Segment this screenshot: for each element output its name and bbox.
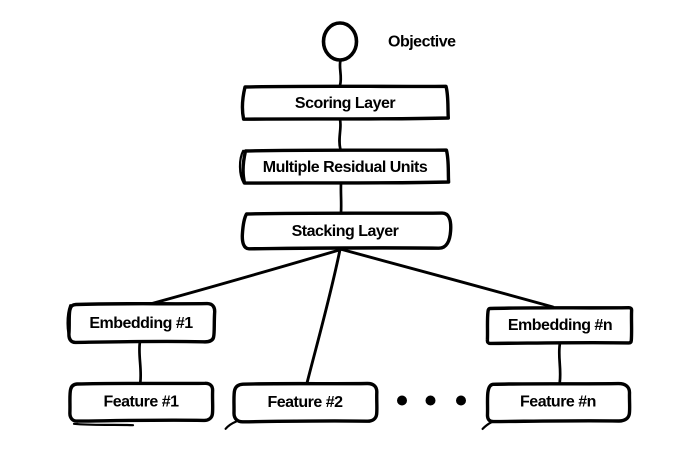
node-scoring-layer: Scoring Layer	[240, 84, 450, 121]
sketch-stroke	[238, 149, 245, 185]
node-feature-2: Feature #2	[232, 381, 379, 424]
feature-n-label: Feature #n	[520, 394, 596, 411]
node-feature-1: Feature #1	[68, 381, 215, 423]
stacking-layer-box	[240, 211, 453, 251]
feature-2-box	[232, 381, 379, 424]
sketch-stroke	[66, 304, 72, 342]
ellipsis-dot	[397, 395, 407, 406]
sketch-stroke	[224, 420, 238, 430]
edge-embeddingN-featureN	[557, 341, 562, 385]
edge-embedding1-feature1	[138, 340, 143, 385]
node-objective: Objective	[321, 21, 457, 62]
scoring-layer-label: Scoring Layer	[295, 95, 395, 112]
node-stacking-layer: Stacking Layer	[240, 211, 453, 251]
edge-scoring-residual	[338, 118, 342, 151]
sketch-flourishes	[66, 149, 494, 430]
edge-stacking-embedding1	[150, 248, 343, 305]
feature-2-label: Feature #2	[267, 394, 343, 411]
node-feature-n: Feature #n	[485, 381, 632, 424]
scoring-layer-box	[240, 84, 450, 121]
sketch-stroke	[481, 420, 494, 430]
ellipsis-dot	[425, 395, 436, 406]
embedding-n-label: Embedding #n	[508, 317, 612, 334]
edge-objective-scoring	[338, 59, 343, 87]
node-residual-units: Multiple Residual Units	[241, 148, 451, 185]
ellipsis-dot	[456, 395, 466, 406]
embedding-1-label: Embedding #1	[89, 315, 193, 332]
feature-n-box	[485, 381, 632, 424]
node-embedding-1: Embedding #1	[67, 301, 217, 345]
objective-circle-icon	[321, 21, 359, 62]
embedding-1-box	[67, 301, 217, 345]
edges	[138, 59, 562, 385]
objective-label: Objective	[388, 34, 456, 51]
node-embedding-n: Embedding #n	[485, 306, 634, 346]
edge-stacking-embeddingN	[340, 248, 555, 309]
residual-units-label: Multiple Residual Units	[263, 159, 428, 176]
feature-1-label: Feature #1	[103, 394, 179, 411]
stacking-layer-label: Stacking Layer	[292, 223, 399, 240]
feature-1-box	[68, 381, 215, 423]
sketch-stroke	[72, 422, 135, 427]
edge-stacking-feature2	[305, 248, 342, 385]
embedding-n-box	[485, 306, 634, 346]
ellipsis-dots	[397, 395, 466, 406]
